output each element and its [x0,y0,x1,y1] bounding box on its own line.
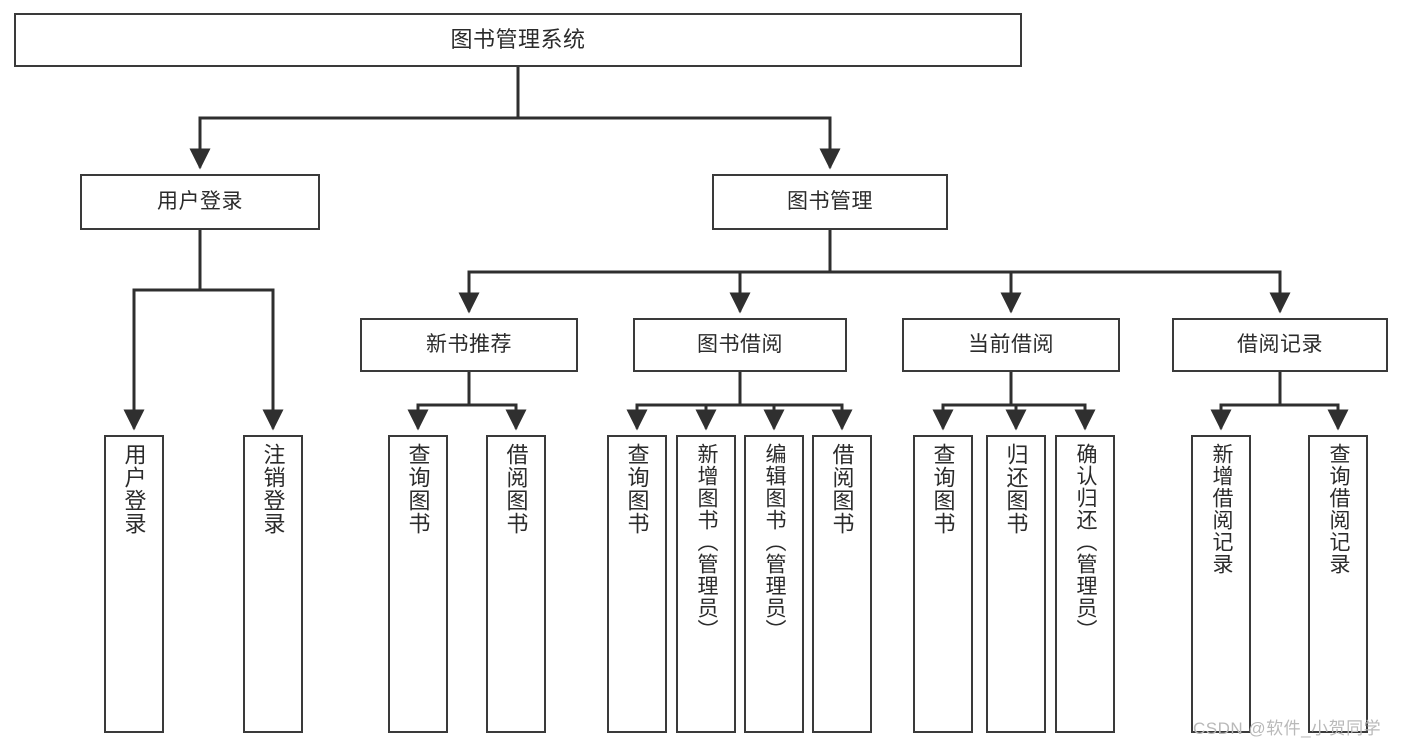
node-book-manage-label: 图书管理 [787,189,873,213]
leaf-user-logout[interactable]: 注销登录 [243,435,303,733]
node-root-label: 图书管理系统 [450,27,586,53]
leaf-borrow-query-book-label: 查询图书 [624,443,650,535]
node-new-book-recommend-label: 新书推荐 [426,332,512,356]
node-book-manage[interactable]: 图书管理 [712,174,948,230]
leaf-borrow-add-book-admin-label: 新增图书（管理员） [695,443,719,641]
leaf-current-query-book[interactable]: 查询图书 [913,435,973,733]
node-user-login[interactable]: 用户登录 [80,174,320,230]
node-current-borrow-label: 当前借阅 [968,332,1054,356]
leaf-record-query-borrow-record[interactable]: 查询借阅记录 [1308,435,1368,733]
leaf-borrow-borrow-book[interactable]: 借阅图书 [812,435,872,733]
node-borrow-record-label: 借阅记录 [1237,332,1323,356]
csdn-watermark: CSDN @软件_小贺同学 [1193,719,1382,738]
leaf-recommend-borrow-book-label: 借阅图书 [503,443,529,535]
leaf-borrow-borrow-book-label: 借阅图书 [829,443,855,535]
node-book-borrow-label: 图书借阅 [697,332,783,356]
node-new-book-recommend[interactable]: 新书推荐 [360,318,578,372]
leaf-current-return-book-label: 归还图书 [1003,443,1029,535]
leaf-recommend-query-book-label: 查询图书 [405,443,431,535]
leaf-user-login[interactable]: 用户登录 [104,435,164,733]
leaf-record-add-borrow-record[interactable]: 新增借阅记录 [1191,435,1251,733]
leaf-user-login-label: 用户登录 [121,443,147,535]
leaf-current-return-book[interactable]: 归还图书 [986,435,1046,733]
node-book-borrow[interactable]: 图书借阅 [633,318,847,372]
leaf-current-confirm-return-admin-label: 确认归还（管理员） [1074,443,1098,641]
leaf-record-query-borrow-record-label: 查询借阅记录 [1327,443,1351,575]
leaf-user-logout-label: 注销登录 [260,443,286,535]
leaf-record-add-borrow-record-label: 新增借阅记录 [1210,443,1234,575]
node-borrow-record[interactable]: 借阅记录 [1172,318,1388,372]
leaf-borrow-query-book[interactable]: 查询图书 [607,435,667,733]
node-root[interactable]: 图书管理系统 [14,13,1022,67]
leaf-recommend-borrow-book[interactable]: 借阅图书 [486,435,546,733]
leaf-borrow-edit-book-admin-label: 编辑图书（管理员） [763,443,787,641]
leaf-borrow-edit-book-admin[interactable]: 编辑图书（管理员） [744,435,804,733]
leaf-recommend-query-book[interactable]: 查询图书 [388,435,448,733]
leaf-current-query-book-label: 查询图书 [930,443,956,535]
leaf-borrow-add-book-admin[interactable]: 新增图书（管理员） [676,435,736,733]
node-user-login-label: 用户登录 [157,189,243,213]
node-current-borrow[interactable]: 当前借阅 [902,318,1120,372]
leaf-current-confirm-return-admin[interactable]: 确认归还（管理员） [1055,435,1115,733]
